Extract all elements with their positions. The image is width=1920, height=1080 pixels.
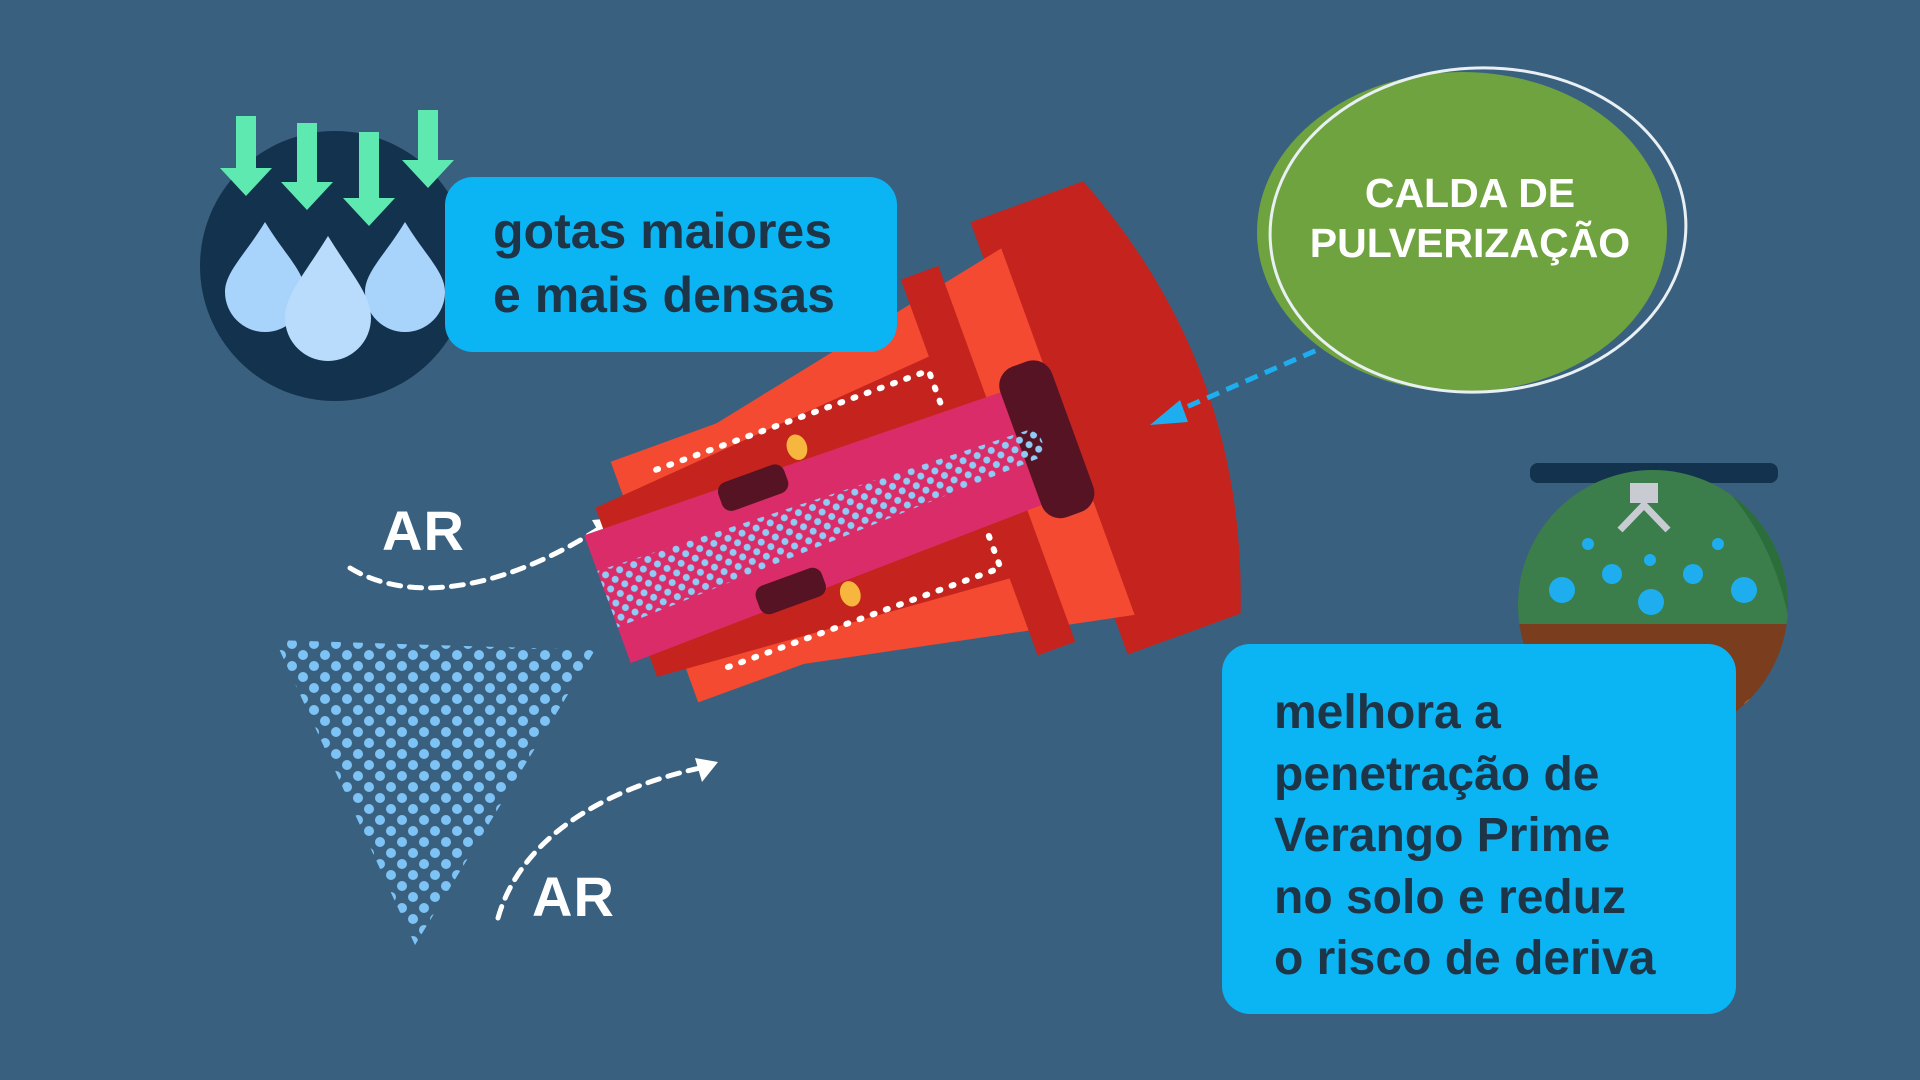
droplet-icon [200,131,470,401]
air-flow-lines [347,525,703,921]
callout-line: o risco de deriva [1274,932,1656,985]
air-label-top: AR [382,499,465,562]
nozzle-body [584,181,1241,703]
droplets-callout: gotas maiores e mais densas [445,177,897,352]
callout-line: Verango Prime [1274,809,1611,862]
callout-line: melhora a [1274,686,1501,739]
liquid-inflow-arrowhead [1150,400,1188,425]
air-label-bottom: AR [532,865,615,928]
liquid-label-line: CALDA DE [1364,170,1576,216]
callout-line: e mais densas [493,267,835,323]
benefit-callout: melhora a penetração de Verango Prime no… [1222,644,1736,1014]
liquid-bubble [1257,66,1688,394]
spray-cone [275,640,595,945]
down-arrow-icon [220,110,454,226]
callout-line: gotas maiores [493,203,833,259]
callout-line: no solo e reduz [1274,870,1627,924]
callout-line: penetração de [1274,747,1600,801]
liquid-label: CALDA DE PULVERIZAÇÃO [1260,168,1680,268]
liquid-label-line: PULVERIZAÇÃO [1309,220,1631,266]
